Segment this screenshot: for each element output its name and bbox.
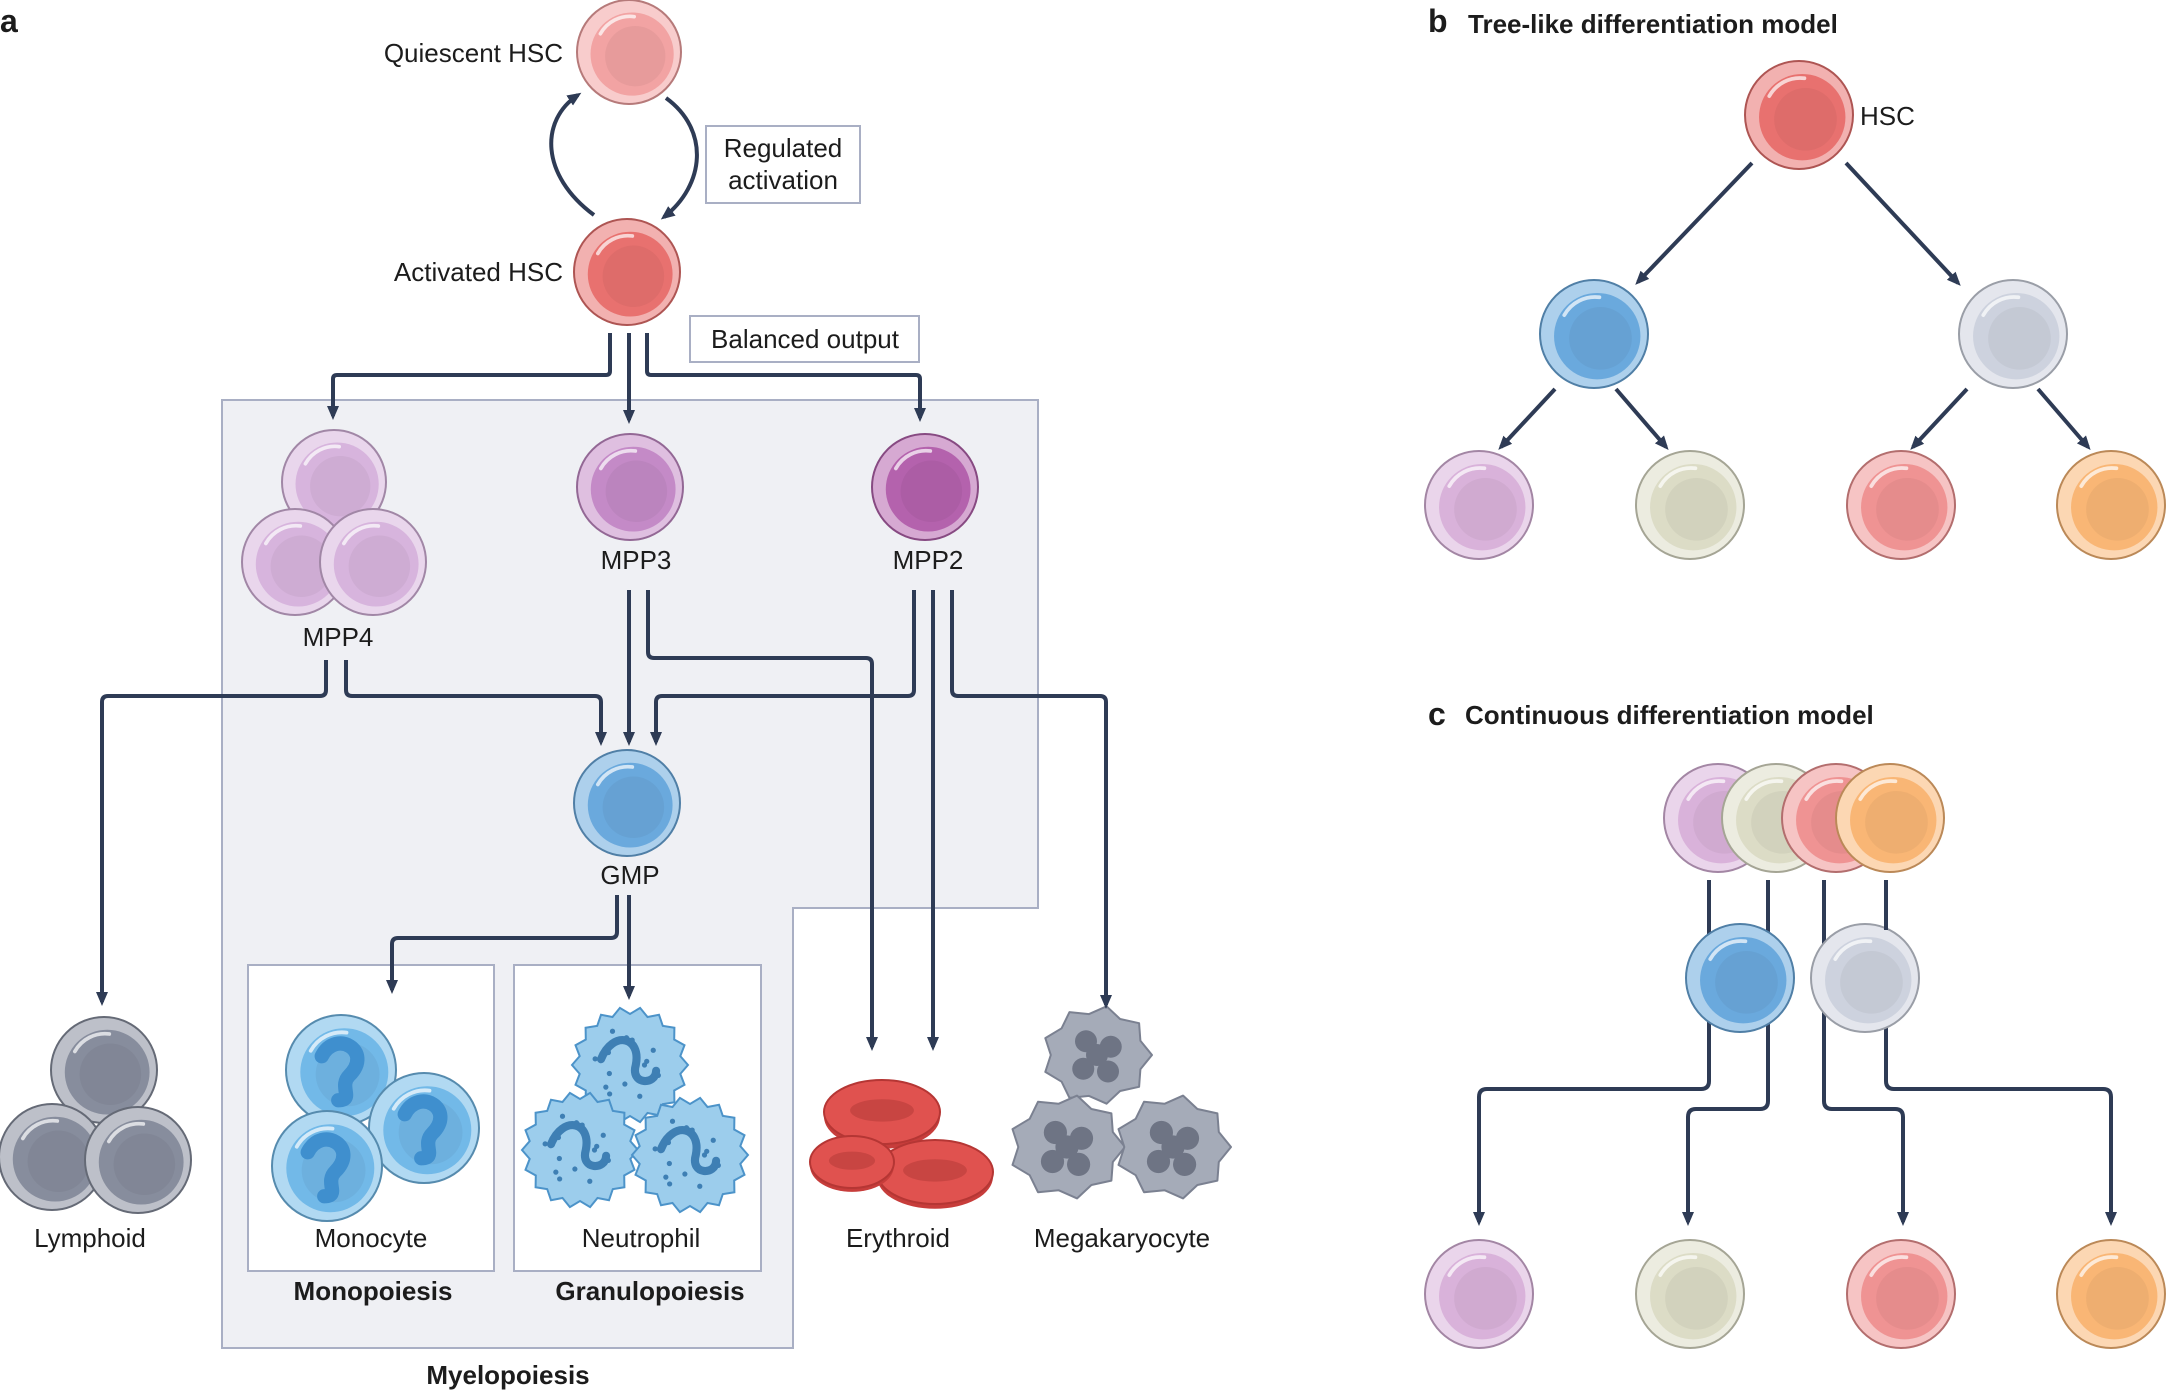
erythrocyte-front [876, 1139, 994, 1209]
cont-orange-bottom [2056, 1239, 2166, 1349]
mpp4-cell-left [241, 508, 349, 616]
gmp-cell [573, 749, 681, 857]
cont-red-bottom [1846, 1239, 1956, 1349]
lymphoid-cell-left [0, 1103, 106, 1211]
neutrophil-cell-right [630, 1096, 750, 1214]
lymphoid-label: Lymphoid [34, 1223, 146, 1253]
monopoiesis-label: Monopoiesis [294, 1276, 453, 1306]
mpp4-cell-right [319, 508, 427, 616]
tree-arrow-grey-to-red [1910, 387, 1969, 450]
tree-grey-progenitor [1958, 279, 2068, 389]
panel-c-letter: c [1428, 696, 1446, 732]
cont-purple-bottom [1424, 1239, 1534, 1349]
regulated-activation-line1: Regulated [724, 133, 843, 163]
tree-blue-progenitor [1539, 279, 1649, 389]
arrow-mpp4-to-gmp [344, 660, 607, 746]
panel-c-title: Continuous differentiation model [1465, 700, 1874, 730]
tree-arrow-hsc-to-blue [1635, 161, 1754, 285]
cont-blue-progenitor [1685, 923, 1795, 1033]
mpp2-label: MPP2 [893, 545, 964, 575]
arrow-mpp3-to-erythroid [646, 590, 878, 1051]
lymphoid-cell-right [84, 1106, 192, 1214]
neutrophil-cell-left [520, 1091, 640, 1209]
monocyte-cell-right [368, 1072, 480, 1184]
tree-arrow-blue-to-beige [1614, 387, 1669, 451]
myelopoiesis-label: Myelopoiesis [426, 1360, 589, 1390]
cont-arrow-to-red [1822, 882, 1909, 1226]
mpp3-cell [576, 433, 684, 541]
panel-a-letter: a [0, 3, 18, 39]
balanced-output-label: Balanced output [711, 324, 900, 354]
activation-arrow [660, 96, 699, 220]
tree-orange-cell [2056, 450, 2166, 560]
mpp3-label: MPP3 [601, 545, 672, 575]
erythroid-label: Erythroid [846, 1223, 950, 1253]
tree-beige-cell [1635, 450, 1745, 560]
arrow-mpp2-to-megakaryocyte [950, 590, 1112, 1009]
megakaryocyte-right [1117, 1094, 1232, 1200]
neutrophil-label: Neutrophil [582, 1223, 701, 1253]
cont-arrow-to-purple [1473, 882, 1711, 1226]
megakaryocyte-left [1011, 1094, 1126, 1200]
mpp4-cell-top [281, 429, 387, 535]
cont-grey-progenitor [1810, 923, 1920, 1033]
lymphoid-cell-top [50, 1016, 158, 1124]
activated-hsc-label: Activated HSC [394, 257, 563, 287]
activated-hsc-cell [573, 218, 681, 326]
granulopoiesis-label: Granulopoiesis [555, 1276, 744, 1306]
panel-b-hsc-label: HSC [1860, 101, 1915, 131]
arrow-mpp2-to-gmp [650, 590, 916, 746]
mpp2-cell [871, 433, 979, 541]
monocyte-cell-bottom [271, 1110, 383, 1222]
quiescent-hsc-cell [576, 0, 682, 105]
arrow-gmp-to-monocyte [386, 895, 619, 994]
arrow-hsc-to-mpp4 [327, 333, 612, 420]
cont-arrow-to-orange [1884, 882, 2117, 1226]
cont-arrow-to-beige [1682, 882, 1770, 1226]
erythrocyte-left [809, 1135, 895, 1192]
panel-b-title: Tree-like differentiation model [1468, 9, 1838, 39]
tree-purple-cell [1424, 450, 1534, 560]
tree-red-cell [1846, 450, 1956, 560]
tree-arrow-hsc-to-grey [1844, 161, 1961, 286]
cont-beige-bottom [1635, 1239, 1745, 1349]
balanced-output-box [689, 315, 920, 363]
tree-arrow-grey-to-orange [2036, 387, 2091, 451]
activation-return-arrow [549, 92, 596, 217]
cont-orange-top [1835, 763, 1945, 873]
megakaryocyte-top [1044, 1005, 1153, 1105]
regulated-activation-line2: activation [728, 165, 838, 195]
mpp4-label: MPP4 [303, 622, 374, 652]
monocyte-label: Monocyte [315, 1223, 428, 1253]
arrow-mpp4-to-lymphoid [96, 660, 328, 1006]
neutrophil-cell-top [570, 1006, 690, 1124]
gmp-label: GMP [600, 860, 659, 890]
megakaryocyte-label: Megakaryocyte [1034, 1223, 1210, 1253]
panel-b-letter: b [1428, 3, 1448, 39]
quiescent-hsc-label: Quiescent HSC [384, 38, 563, 68]
tree-arrow-blue-to-purple [1498, 387, 1557, 450]
monocyte-cell-top [285, 1014, 397, 1126]
arrow-hsc-to-mpp2 [645, 333, 926, 422]
regulated-activation-box [705, 125, 861, 204]
tree-hsc-cell [1744, 60, 1854, 170]
